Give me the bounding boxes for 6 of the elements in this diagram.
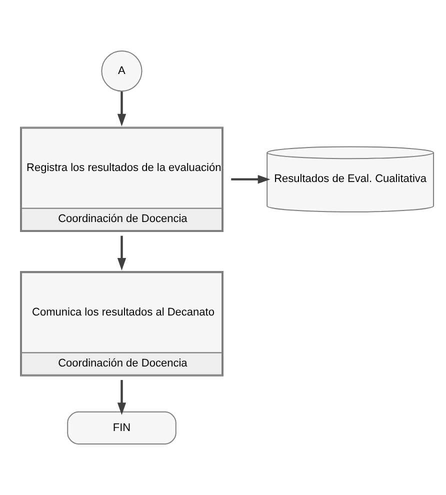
arrow [117, 236, 126, 270]
node-circle: A [101, 50, 142, 92]
arrow [117, 380, 126, 416]
node-box: FIN [67, 411, 176, 444]
arrow [117, 92, 126, 126]
arrow [231, 174, 270, 184]
